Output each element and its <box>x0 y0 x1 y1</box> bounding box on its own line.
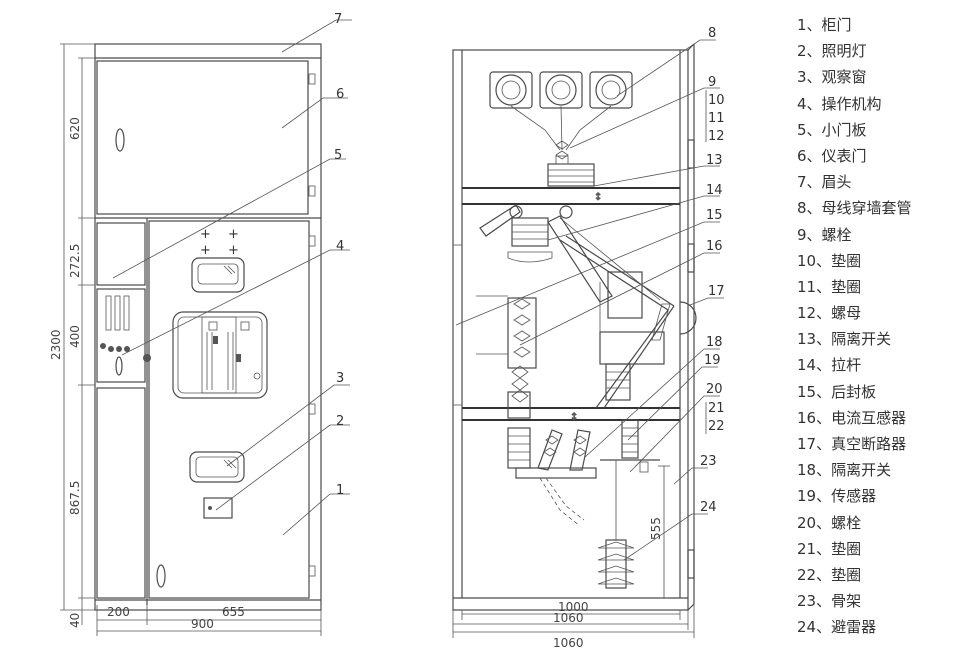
callout-9: 9 <box>708 75 716 90</box>
legend-item: 11、垫圈 <box>797 277 862 296</box>
callout-5: 5 <box>334 148 342 163</box>
busbar-bushings <box>489 71 633 109</box>
callout-24: 24 <box>700 500 717 515</box>
dim-200: 200 <box>107 605 130 619</box>
svg-text:+: + <box>228 243 239 258</box>
legend-item: 12、螺母 <box>797 304 862 323</box>
legend-item: 13、隔离开关 <box>797 330 892 349</box>
legend-item: 4、操作机构 <box>797 94 882 113</box>
callout-4: 4 <box>336 239 344 254</box>
legend-item: 16、电流互感器 <box>797 408 907 427</box>
callout-7: 7 <box>334 12 342 27</box>
dim-867-5: 867.5 <box>68 481 82 515</box>
callout-6: 6 <box>336 87 344 102</box>
callout-20: 20 <box>706 382 723 397</box>
legend-item: 5、小门板 <box>797 120 867 139</box>
legend-item: 15、后封板 <box>797 382 877 401</box>
dim-1000: 1000 <box>558 600 589 614</box>
observation-window-upper <box>191 257 245 293</box>
callout-12: 12 <box>708 129 725 144</box>
svg-text:+: + <box>228 227 239 242</box>
dim-400: 400 <box>68 325 82 348</box>
callout-13: 13 <box>706 153 723 168</box>
small-door-panel-2 <box>96 288 146 383</box>
callout-23: 23 <box>700 454 717 469</box>
legend-item: 19、传感器 <box>797 487 877 506</box>
callout-2: 2 <box>336 414 344 429</box>
legend-item: 7、眉头 <box>797 173 852 192</box>
meter-door <box>96 60 309 215</box>
svg-text:+: + <box>200 227 211 242</box>
dim-40: 40 <box>68 613 82 628</box>
callout-17: 17 <box>708 284 725 299</box>
vacuum-circuit-breaker <box>599 301 697 401</box>
legend-item: 3、观察窗 <box>797 68 867 87</box>
upper-disconnect-switch <box>479 204 661 303</box>
legend-item: 1、柜门 <box>797 16 852 34</box>
callout-1: 1 <box>336 483 344 498</box>
dim-655: 655 <box>222 605 245 619</box>
callout-21: 21 <box>708 401 725 416</box>
cabinet-outline <box>94 43 322 611</box>
dim-272-5: 272.5 <box>68 244 82 278</box>
legend-item: 20、螺栓 <box>797 513 862 532</box>
hinge-knob <box>143 354 151 362</box>
operating-mechanism <box>172 311 268 399</box>
lighting-lamp <box>203 497 233 519</box>
callout-19: 19 <box>704 353 721 368</box>
callout-15: 15 <box>706 208 723 223</box>
observation-window-lower <box>189 451 245 483</box>
sensor <box>600 419 660 473</box>
parts-legend: 1、柜门 2、照明灯 3、观察窗 4、操作机构 5、小门板 6、仪表门 7、眉头… <box>797 12 912 641</box>
dim-620: 620 <box>68 117 82 140</box>
callout-18: 18 <box>706 335 723 350</box>
current-transformer <box>476 271 643 369</box>
lower-left-panel <box>96 387 146 599</box>
callout-16: 16 <box>706 239 723 254</box>
svg-text:+: + <box>200 243 211 258</box>
legend-item: 22、垫圈 <box>797 565 862 584</box>
lightning-arrester <box>597 539 635 589</box>
dim-1060-b: 1060 <box>553 636 584 650</box>
callout-8: 8 <box>708 26 716 41</box>
dim-2300: 2300 <box>49 329 63 360</box>
cabinet-door <box>148 220 310 599</box>
front-view: + + + + <box>60 19 352 636</box>
callout-10: 10 <box>708 93 725 108</box>
callout-3: 3 <box>336 371 344 386</box>
side-section-view: ↕ ↕ <box>452 39 724 638</box>
legend-item: 21、垫圈 <box>797 539 862 558</box>
legend-item: 9、螺栓 <box>797 225 852 244</box>
svg-text:↕: ↕ <box>570 412 578 423</box>
legend-item: 10、垫圈 <box>797 251 862 270</box>
callout-11: 11 <box>708 111 725 126</box>
lower-disconnect-switch <box>507 391 597 527</box>
upper-ct <box>547 163 595 187</box>
dim-1060-a: 1060 <box>553 611 584 625</box>
legend-item: 17、真空断路器 <box>797 435 907 453</box>
legend-item: 23、骨架 <box>797 592 862 611</box>
frame-outline <box>452 49 689 611</box>
callout-22: 22 <box>708 419 725 434</box>
dim-900: 900 <box>191 617 214 631</box>
dim-555: 555 <box>649 517 663 540</box>
legend-item: 14、拉杆 <box>797 356 862 375</box>
legend-item: 24、避雷器 <box>797 618 877 637</box>
callout-14: 14 <box>706 183 723 198</box>
door-handle <box>115 128 125 152</box>
legend-item: 2、照明灯 <box>797 42 867 61</box>
small-door-panel <box>96 222 146 286</box>
legend-item: 18、隔离开关 <box>797 461 892 480</box>
svg-text:↕: ↕ <box>594 192 602 203</box>
door-handle-lower <box>156 564 166 588</box>
legend-item: 8、母线穿墙套管 <box>797 199 912 218</box>
legend-item: 6、仪表门 <box>797 146 867 165</box>
